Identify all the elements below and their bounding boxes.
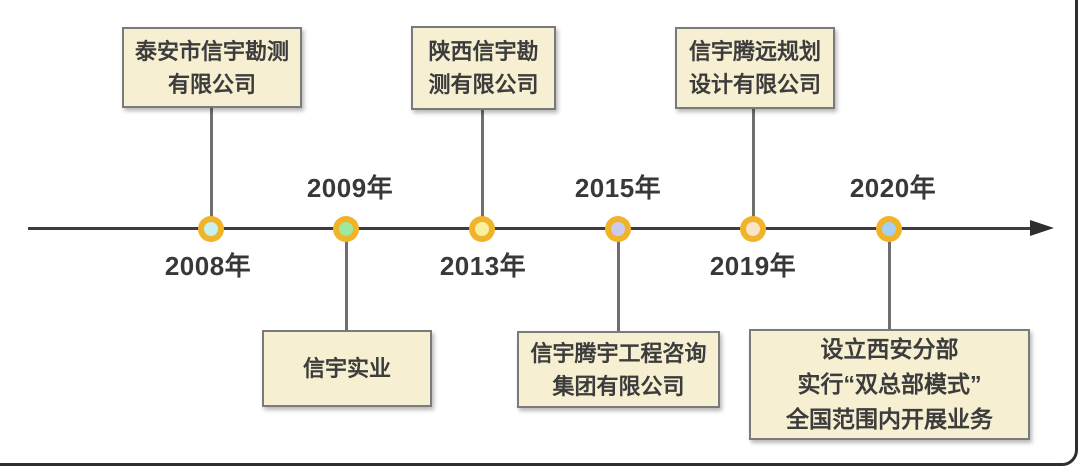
timeline-dot-2009 [333, 216, 359, 242]
event-box-text: 泰安市信宇勘测 [134, 38, 289, 64]
event-box-text: 信宇腾远规划 [688, 39, 821, 64]
event-box-2019: 信宇腾远规划 设计有限公司 [675, 27, 835, 109]
event-box-text: 测有限公司 [428, 72, 539, 97]
event-box-text: 集团有限公司 [552, 373, 685, 399]
year-label-2013: 2013年 [439, 251, 527, 281]
timeline-dot-2015 [605, 216, 631, 242]
event-box-2020: 设立西安分部 实行“双总部模式” 全国范围内开展业务 [749, 329, 1030, 440]
timeline-dot-fill [882, 222, 896, 236]
year-label-2019: 2019年 [709, 251, 797, 281]
event-box-text: 设立西安分部 [820, 336, 959, 363]
timeline-dot-2019 [740, 216, 766, 242]
event-box-text: 信宇腾宇工程咨询 [530, 340, 707, 366]
year-label-2008: 2008年 [164, 251, 252, 281]
timeline-dot-2008 [198, 216, 224, 242]
connector-line-2020 [888, 240, 891, 330]
event-box-text: 信宇实业 [302, 356, 391, 381]
timeline-arrowhead-icon [1030, 220, 1054, 236]
event-box-2008: 泰安市信宇勘测 有限公司 [122, 27, 302, 108]
timeline-axis-line [28, 227, 1032, 230]
connector-line-2013 [481, 108, 484, 218]
year-label-2020: 2020年 [849, 173, 937, 203]
timeline-dot-fill [475, 222, 489, 236]
event-box-text: 全国范围内开展业务 [786, 405, 993, 432]
year-label-2009: 2009年 [306, 173, 394, 203]
timeline-dot-2013 [469, 216, 495, 242]
event-box-text: 实行“双总部模式” [797, 371, 982, 398]
event-box-2015: 信宇腾宇工程咨询 集团有限公司 [517, 331, 720, 408]
timeline-dot-fill [746, 222, 760, 236]
event-box-text: 设计有限公司 [688, 72, 821, 97]
connector-line-2015 [617, 240, 620, 332]
event-box-text: 陕西信宇勘 [428, 39, 539, 64]
connector-line-2009 [345, 240, 348, 331]
timeline-dot-2020 [876, 216, 902, 242]
event-box-2013: 陕西信宇勘 测有限公司 [411, 26, 556, 110]
connector-line-2008 [210, 106, 213, 218]
event-box-text: 有限公司 [167, 71, 256, 97]
timeline-dot-fill [611, 222, 625, 236]
event-box-2009: 信宇实业 [262, 330, 432, 407]
timeline-dot-fill [339, 222, 353, 236]
connector-line-2019 [752, 107, 755, 218]
year-label-2015: 2015年 [574, 173, 662, 203]
timeline-dot-fill [204, 222, 218, 236]
